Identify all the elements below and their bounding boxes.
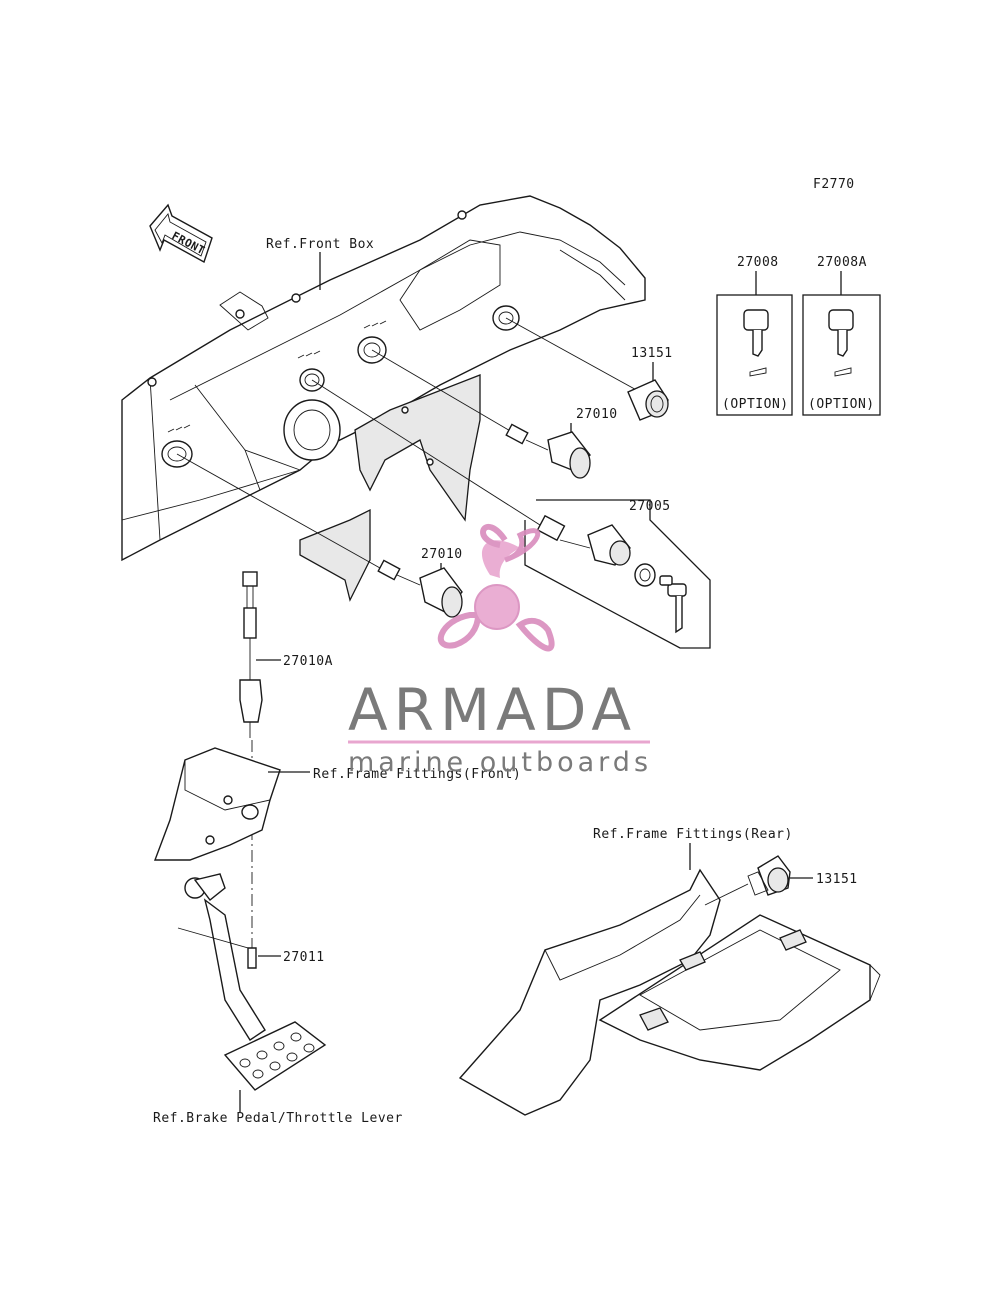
watermark-tagline: marine outboards bbox=[348, 747, 652, 778]
brake-pedal-drawing bbox=[177, 873, 327, 1091]
part-27008-label: 27008 bbox=[737, 255, 779, 270]
ignition-switch-27005 bbox=[536, 514, 656, 587]
option-label-27008: (OPTION) bbox=[722, 397, 789, 412]
leader-13151-rear-socket bbox=[704, 883, 749, 906]
option-box-27008 bbox=[716, 294, 793, 416]
part-27008A-label: 27008A bbox=[817, 255, 867, 270]
leader-13151-socket bbox=[505, 317, 641, 393]
socket-13151-rear bbox=[747, 855, 791, 896]
option-box-27008A bbox=[802, 294, 881, 416]
part-27010A-label: 27010A bbox=[283, 654, 333, 669]
switch-27010-lower bbox=[377, 559, 463, 618]
leader-27010-lower-socket bbox=[176, 453, 381, 569]
armada-logo-icon bbox=[437, 523, 555, 652]
option-label-27008A: (OPTION) bbox=[808, 397, 875, 412]
switch-27010-upper bbox=[505, 423, 591, 479]
front-arrow-icon bbox=[149, 203, 213, 264]
ref-frame-rear-label: Ref.Frame Fittings(Rear) bbox=[593, 827, 793, 842]
key-icon bbox=[659, 575, 687, 634]
ref-brake-pedal-label: Ref.Brake Pedal/Throttle Lever bbox=[153, 1111, 403, 1126]
part-27010-upper-label: 27010 bbox=[576, 407, 618, 422]
assembly-27005-bracket bbox=[524, 499, 711, 649]
part-13151-rear-label: 13151 bbox=[816, 872, 858, 887]
watermark-brand: ARMADA bbox=[348, 676, 637, 744]
socket-13151-top bbox=[627, 379, 669, 421]
leader-27005-socket bbox=[311, 379, 541, 526]
sensor-switch-27010A bbox=[239, 571, 263, 738]
frame-fittings-front-drawing bbox=[153, 747, 281, 861]
ref-front-box-label: Ref.Front Box bbox=[266, 237, 374, 252]
leader-27010-upper-socket bbox=[371, 349, 513, 433]
part-27010-lower-label: 27010 bbox=[421, 547, 463, 562]
key-27008-icon bbox=[743, 309, 769, 377]
figure-code: F2770 bbox=[813, 177, 855, 192]
pin-27011 bbox=[247, 947, 257, 969]
part-27011-label: 27011 bbox=[283, 950, 325, 965]
key-27008A-icon bbox=[828, 309, 854, 377]
part-13151-top-label: 13151 bbox=[631, 346, 673, 361]
ref-frame-front-label: Ref.Frame Fittings(Front) bbox=[313, 767, 521, 782]
frame-fittings-rear-drawing bbox=[458, 868, 881, 1116]
